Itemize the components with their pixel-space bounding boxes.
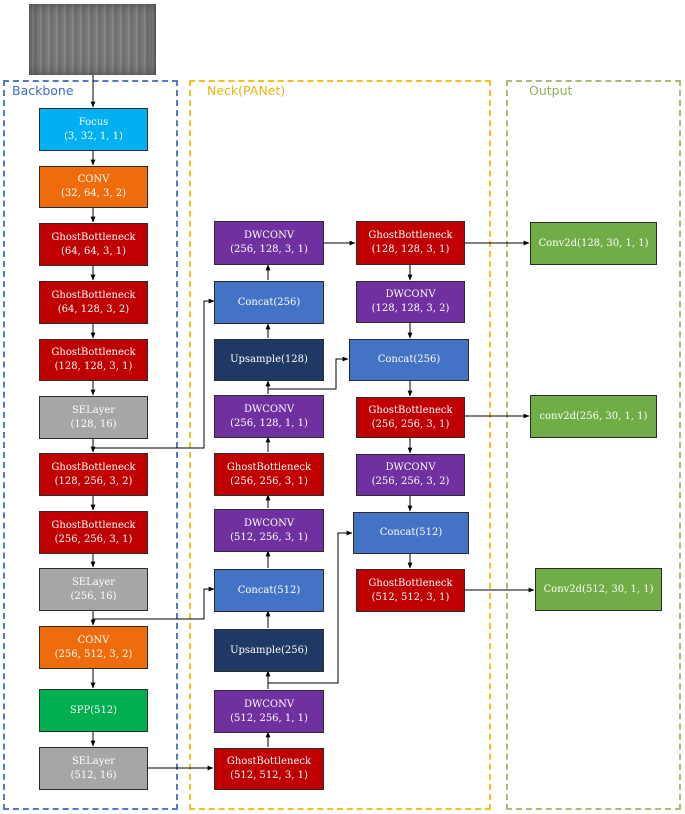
wire [93,298,215,449]
pan-concat-block-1: Concat(256) [349,339,469,381]
block-params: (128, 128, 3, 1) [371,244,450,255]
block-title: SELayer [71,755,116,767]
block-params: (256, 128, 1, 1) [230,417,308,429]
selayer-block-3: SELayer (512, 16) [39,747,148,790]
neck-concat-block-1: Concat(256) [214,281,324,324]
neck-dwconv-block-4: DWCONV (512, 256, 1, 1) [214,690,324,733]
neck-dwconv-block-1: DWCONV (256, 128, 3, 1) [214,221,324,265]
input-image [29,4,156,75]
output-conv2d-block-3: Conv2d(512, 30, 1, 1) [535,568,662,611]
pan-ghostbottleneck-block-3: GhostBottleneck (512, 512, 3, 1) [356,569,465,612]
block-title: SPP(512) [69,704,118,716]
selayer-block-2: SELayer (256, 16) [39,568,148,611]
block-title: DWCONV [385,462,436,473]
block-title: Concat(256) [237,296,301,308]
neck-upsample-block-1: Upsample(128) [214,339,324,381]
pan-dwconv-block-1: DWCONV (128, 128, 3, 2) [356,281,465,323]
output-title: Output [529,83,573,98]
wire [268,356,349,390]
neck-ghostbottleneck-block-2: GhostBottleneck (512, 512, 3, 1) [214,748,324,790]
neck-upsample-block-2: Upsample(256) [214,629,324,672]
block-title: Concat(256) [377,354,441,365]
block-title: SELayer [71,576,116,588]
neck-concat-block-2: Concat(512) [214,569,324,612]
block-title: GhostBottleneck [368,230,453,241]
block-title: Concat(512) [237,584,301,596]
block-params: (256, 256, 3, 1) [54,533,133,545]
block-params: (128, 256, 3, 2) [54,475,133,487]
block-params: (512, 16) [70,769,117,781]
block-title: CONV [77,174,110,185]
ghostbottleneck-block-2: GhostBottleneck (64, 128, 3, 2) [39,281,148,324]
neck-ghostbottleneck-block-1: GhostBottleneck (256, 256, 3, 1) [214,453,324,496]
wire [93,586,215,620]
output-conv2d-block-1: Conv2d(128, 30, 1, 1) [530,222,657,265]
block-title: Focus [78,116,109,128]
block-params: (256, 256, 3, 2) [371,476,450,487]
neck-section [189,80,491,810]
block-title: GhostBottleneck [368,577,453,589]
block-params: (256, 256, 3, 1) [371,418,450,430]
block-title: conv2d(256, 30, 1, 1) [539,410,648,422]
block-title: GhostBottleneck [226,461,312,473]
output-conv2d-block-2: conv2d(256, 30, 1, 1) [530,395,657,438]
pan-ghostbottleneck-block-1: GhostBottleneck (128, 128, 3, 1) [356,221,465,265]
block-params: (64, 64, 3, 1) [60,245,127,257]
block-title: GhostBottleneck [51,347,136,358]
block-params: (512, 512, 3, 1) [230,770,308,781]
block-title: GhostBottleneck [51,231,136,243]
block-title: DWCONV [243,403,295,415]
pan-ghostbottleneck-block-2: GhostBottleneck (256, 256, 3, 1) [356,397,465,438]
spp-block: SPP(512) [39,689,148,732]
neck-dwconv-block-2: DWCONV (256, 128, 1, 1) [214,395,324,438]
block-title: GhostBottleneck [226,756,312,767]
block-title: Conv2d(512, 30, 1, 1) [543,583,654,595]
block-params: (32, 64, 3, 2) [60,188,127,199]
backbone-section [3,80,178,810]
block-title: DWCONV [385,289,436,300]
block-params: (256, 512, 3, 2) [54,648,133,660]
block-title: GhostBottleneck [51,289,136,301]
block-title: DWCONV [243,230,295,241]
block-params: (512, 256, 1, 1) [230,712,308,724]
block-params: (256, 256, 3, 1) [230,475,308,487]
ghostbottleneck-block-4: GhostBottleneck (128, 256, 3, 2) [39,453,148,496]
neck-title: Neck(PANet) [207,83,286,98]
block-params: (3, 32, 1, 1) [64,130,123,142]
block-title: GhostBottleneck [51,519,136,531]
block-params: (512, 512, 3, 1) [371,591,450,603]
conv-block-1: CONV (32, 64, 3, 2) [39,166,148,208]
block-title: DWCONV [243,698,295,710]
block-params: (128, 128, 3, 1) [54,361,133,372]
block-params: (128, 16) [70,418,117,430]
block-title: GhostBottleneck [368,404,453,416]
block-title: Upsample(256) [230,644,308,656]
focus-block: Focus (3, 32, 1, 1) [39,108,148,151]
block-params: (512, 256, 3, 1) [230,531,308,543]
backbone-title: Backbone [12,83,74,98]
block-title: SELayer [71,404,116,416]
conv-block-2: CONV (256, 512, 3, 2) [39,626,148,669]
block-title: Upsample(128) [230,354,308,365]
block-title: Conv2d(128, 30, 1, 1) [538,237,649,249]
neck-dwconv-block-3: DWCONV (512, 256, 3, 1) [214,509,324,552]
block-title: CONV [77,634,110,646]
block-title: GhostBottleneck [51,461,136,473]
block-params: (64, 128, 3, 2) [57,303,130,315]
block-title: DWCONV [243,517,295,529]
selayer-block-1: SELayer (128, 16) [39,396,148,439]
ghostbottleneck-block-3: GhostBottleneck (128, 128, 3, 1) [39,339,148,381]
pan-concat-block-2: Concat(512) [353,512,469,554]
block-params: (128, 128, 3, 2) [371,303,450,314]
ghostbottleneck-block-1: GhostBottleneck (64, 64, 3, 1) [39,223,148,266]
output-section [506,80,681,810]
wire [268,530,353,684]
pan-dwconv-block-2: DWCONV (256, 256, 3, 2) [356,454,465,496]
block-title: Concat(512) [379,527,443,538]
block-params: (256, 16) [70,590,117,602]
block-params: (256, 128, 3, 1) [230,244,308,255]
ghostbottleneck-block-5: GhostBottleneck (256, 256, 3, 1) [39,511,148,554]
